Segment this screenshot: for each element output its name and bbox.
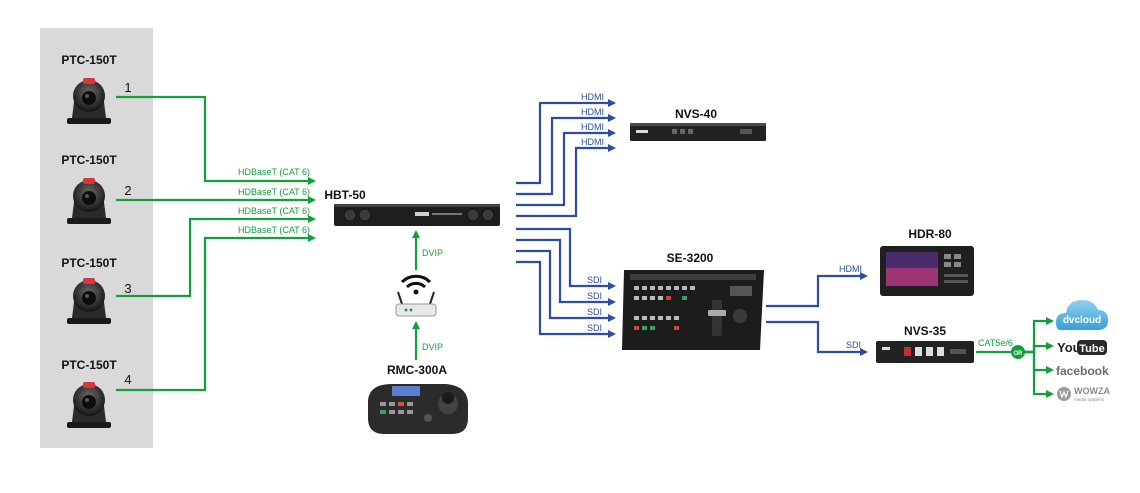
service-youtube: You Tube: [1057, 340, 1107, 355]
sdi-line-3: [516, 249, 616, 322]
camera-1: PTC-150T 1: [61, 53, 132, 124]
se3200-outputs: [766, 272, 868, 356]
dvip-label-lower: DVIP: [422, 342, 443, 352]
hdr-80-label: HDR-80: [908, 227, 952, 241]
cloud-icon: [1056, 300, 1108, 330]
ptz-camera-icon: [67, 278, 111, 324]
camera-2-port: 2: [124, 183, 131, 198]
nvs-35-label: NVS-35: [904, 324, 946, 338]
hdmi-line-2: [516, 114, 616, 196]
nvs-40: NVS-40: [630, 107, 766, 141]
or-junction: OR: [1011, 345, 1025, 359]
hdmi-line-3: [516, 129, 616, 207]
dvip-label-upper: DVIP: [422, 248, 443, 258]
hdbaset-line-3: [116, 215, 316, 298]
youtube-icon: [1077, 340, 1107, 355]
wifi-icon: [400, 274, 432, 295]
camera-1-port: 1: [124, 80, 131, 95]
hdmi-label-4: HDMI: [581, 137, 604, 147]
sdi-line-nvs35: [766, 320, 868, 356]
camera-1-label: PTC-150T: [61, 53, 117, 67]
camera-3: PTC-150T 3: [61, 256, 132, 324]
video-recorder-icon: [880, 246, 974, 296]
hdmi-label-2: HDMI: [581, 107, 604, 117]
sdi-label-2: SDI: [587, 291, 602, 301]
service-facebook: facebook: [1056, 364, 1109, 378]
hdmi-links-nvs40: [516, 99, 616, 218]
rmc-300a-label: RMC-300A: [387, 363, 447, 377]
camera-4-port: 4: [124, 372, 131, 387]
facebook-label: facebook: [1056, 364, 1109, 378]
or-label: OR: [1014, 351, 1024, 357]
se-3200: SE-3200: [622, 251, 764, 350]
sdi-label-4: SDI: [587, 323, 602, 333]
wowza-sub-label: media systems: [1074, 397, 1105, 402]
ptz-camera-icon: [67, 382, 111, 428]
wowza-icon: [1057, 387, 1071, 401]
service-dvcloud: dvcloud: [1056, 300, 1108, 330]
sdi-label-1: SDI: [587, 275, 602, 285]
fanout-1: [1024, 317, 1054, 354]
fanout-4: [1024, 350, 1054, 398]
camera-4: PTC-150T 4: [61, 358, 132, 428]
youtube-you-label: You: [1057, 340, 1081, 355]
hdmi-label-3: HDMI: [581, 122, 604, 132]
hdmi-line-4: [516, 144, 616, 218]
hdmi-line-hdr80: [766, 272, 868, 308]
streaming-encoder-icon: [876, 341, 974, 363]
cat-links: [976, 317, 1054, 398]
cat-label: CAT5e/6: [978, 338, 1013, 348]
dvcloud-label: dvcloud: [1063, 315, 1101, 326]
hdbaset-label-3: HDBaseT (CAT 6): [238, 206, 310, 216]
camera-2-label: PTC-150T: [61, 153, 117, 167]
camera-controller-icon: [368, 384, 468, 434]
hdbaset-extender-icon: [334, 204, 500, 226]
wowza-label: WOWZA: [1074, 386, 1110, 396]
wifi-router: [395, 274, 437, 317]
hdbaset-label-2: HDBaseT (CAT 6): [238, 187, 310, 197]
service-wowza: WOWZA media systems: [1057, 386, 1110, 402]
hdmi-line-1: [516, 99, 616, 185]
hbt-50-label: HBT-50: [324, 188, 366, 202]
ptz-camera-icon: [67, 178, 111, 224]
sdi-label-nvs35: SDI: [846, 340, 861, 350]
rmc-300a: RMC-300A: [368, 363, 468, 434]
sdi-label-3: SDI: [587, 307, 602, 317]
camera-3-port: 3: [124, 281, 131, 296]
sdi-line-4: [516, 260, 616, 338]
camera-4-label: PTC-150T: [61, 358, 117, 372]
hdbaset-label-1: HDBaseT (CAT 6): [238, 167, 310, 177]
nvs-35: NVS-35: [876, 324, 974, 363]
hdbaset-label-4: HDBaseT (CAT 6): [238, 225, 310, 235]
hdbaset-links: [116, 95, 316, 392]
hdbaset-line-4: [116, 234, 316, 392]
hbt-50: HBT-50: [324, 188, 500, 226]
se-3200-label: SE-3200: [667, 251, 714, 265]
hdbaset-line-1: [116, 95, 316, 185]
youtube-tube-label: Tube: [1079, 343, 1104, 355]
sdi-line-1: [516, 227, 616, 290]
sdi-line-2: [516, 238, 616, 306]
ptz-camera-icon: [67, 78, 111, 124]
sdi-links-se3200: [516, 227, 616, 338]
video-switcher-icon: [622, 270, 764, 350]
hdr-80: HDR-80: [880, 227, 974, 296]
hdmi-label-1: HDMI: [581, 92, 604, 102]
camera-2: PTC-150T 2: [61, 153, 132, 224]
nvs-40-label: NVS-40: [675, 107, 717, 121]
hdmi-label-hdr80: HDMI: [839, 264, 862, 274]
fanout-3: [1024, 350, 1054, 374]
camera-3-label: PTC-150T: [61, 256, 117, 270]
streaming-encoder-icon: [630, 123, 766, 141]
